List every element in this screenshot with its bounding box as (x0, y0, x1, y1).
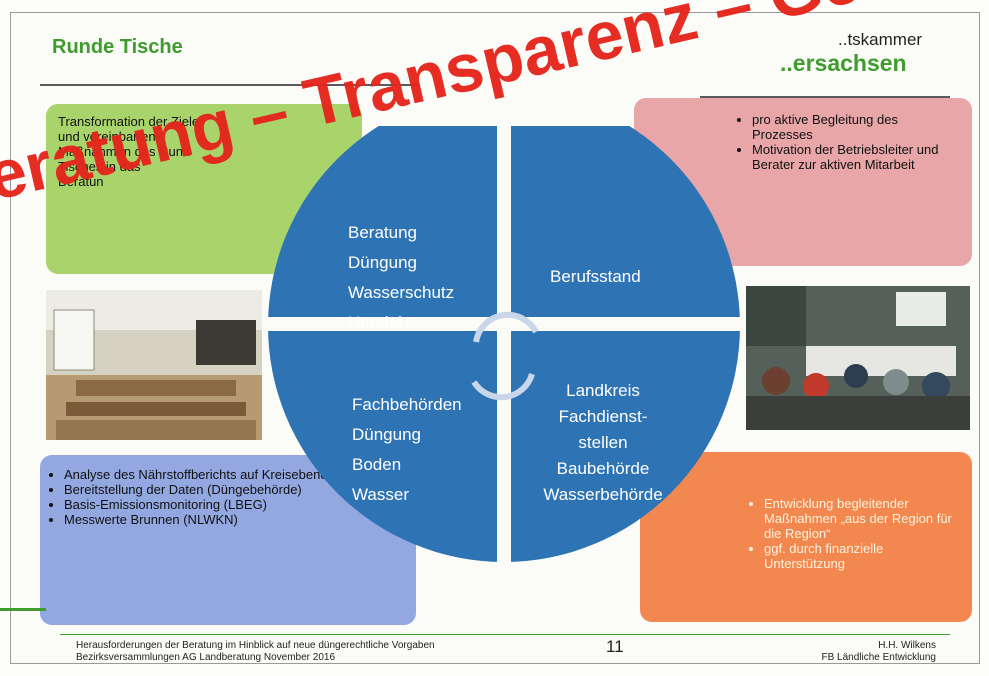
green-box-line-4: Tisches in das (58, 159, 141, 174)
footer-divider (60, 634, 950, 635)
pink-bullet-2: Motivation der Betriebsleiter und Berate… (752, 142, 954, 172)
logo-text-top: ..tskammer (838, 30, 923, 49)
cycle-arrow-top (473, 311, 539, 343)
footer-right: H.H. Wilkens FB Ländliche Entwicklung (790, 640, 936, 664)
circle-quadrant-district: Landkreis Fachdienst- stellen Baubehörde… (528, 378, 678, 508)
q1-line-1: Beratung (348, 223, 417, 242)
footer-right-line-1: H.H. Wilkens (878, 640, 936, 651)
blue-bullet-3: Basis-Emissionsmonitoring (LBEG) (64, 497, 406, 512)
green-box-line-1: Transformation der Ziele (58, 114, 200, 129)
footer-left-line-2: Bezirksversammlungen AG Landberatung Nov… (76, 652, 336, 663)
title-divider (40, 84, 420, 86)
green-goals-box: Transformation der Ziele und vereinbarte… (46, 104, 362, 274)
slide-title: Runde Tische (52, 36, 183, 58)
circle-quadrant-profession: Berufsstand (550, 262, 641, 292)
circle-quadrant-consulting: Beratung Düngung Wasserschutz Handel (348, 218, 454, 338)
pink-bullet-1: pro aktive Begleitung des Prozesses (752, 112, 954, 142)
meeting-room-photo (46, 290, 262, 440)
q4-line-4: Baubehörde (556, 459, 650, 478)
q3-line-1: Fachbehörden (352, 395, 462, 414)
green-box-line-3: Maßnahmen des Rund (58, 144, 191, 159)
left-green-accent (0, 608, 46, 611)
logo-text-bottom: ..ersachsen (780, 50, 907, 76)
q3-line-3: Boden (352, 455, 402, 474)
q4-line-1: Landkreis (566, 381, 640, 400)
green-box-line-5: Beratun (58, 174, 104, 189)
q4-line-2: Fachdienst- (558, 407, 648, 426)
circle-quadrant-authorities: Fachbehörden Düngung Boden Wasser (352, 390, 462, 510)
footer-right-line-2: FB Ländliche Entwicklung (821, 652, 936, 663)
page-number: 11 (606, 637, 624, 656)
blue-bullet-2: Bereitstellung der Daten (Düngebehörde) (64, 482, 406, 497)
green-box-line-2: und vereinbarten (58, 129, 156, 144)
q3-line-4: Wasser (352, 485, 409, 504)
q4-line-3: stellen (578, 433, 628, 452)
round-table-meeting-photo (746, 286, 970, 430)
orange-bullet-2: ggf. durch finanzielle Unterstützung (764, 541, 956, 571)
footer-left: Herausforderungen der Beratung im Hinbli… (76, 640, 435, 664)
stakeholder-circle (266, 90, 742, 602)
orange-bullet-1: Entwicklung begleitender Maßnahmen „aus … (764, 496, 956, 541)
q1-line-2: Düngung (348, 253, 418, 272)
logo-divider (700, 96, 950, 98)
q2-line-1: Berufsstand (550, 267, 641, 286)
orange-measures-box: Entwicklung begleitender Maßnahmen „aus … (640, 452, 972, 622)
blue-bullet-1: Analyse des Nährstoffberichts auf Kreise… (64, 467, 406, 482)
q1-line-3: Wasserschutz (348, 283, 455, 302)
q1-line-4: Handel (348, 313, 402, 332)
cycle-arrow-bottom (471, 373, 535, 401)
q3-line-2: Düngung (352, 425, 422, 444)
footer-left-line-1: Herausforderungen der Beratung im Hinbli… (76, 640, 435, 651)
q4-line-5: Wasserbehörde (543, 485, 663, 504)
blue-data-box: Analyse des Nährstoffberichts auf Kreise… (40, 455, 416, 625)
blue-bullet-4: Messwerte Brunnen (NLWKN) (64, 512, 406, 527)
